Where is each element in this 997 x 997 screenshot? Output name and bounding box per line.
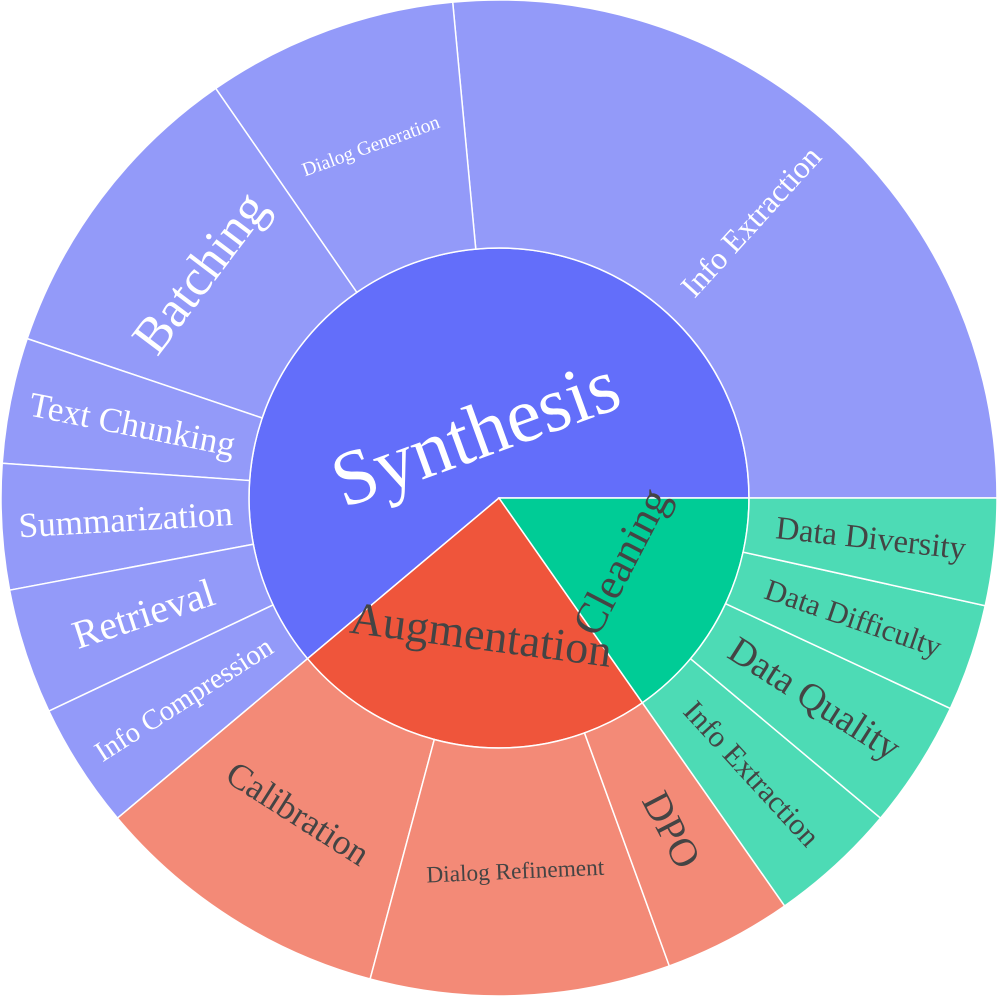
sector-augmentation-dialog-refinement [369, 731, 671, 997]
sector-cleaning-data-diversity [742, 497, 997, 607]
sector-synthesis-info-extraction [451, 0, 997, 499]
sector-synthesis-batching [26, 87, 358, 419]
sector-augmentation-calibration [116, 657, 436, 980]
